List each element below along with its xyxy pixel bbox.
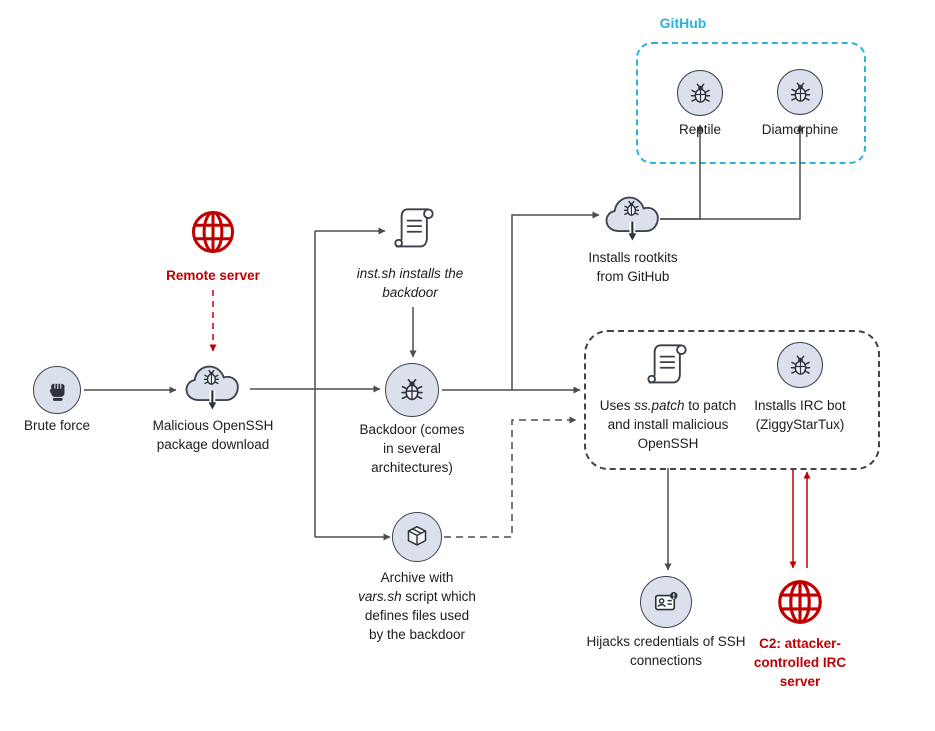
remote-server-node xyxy=(187,206,239,258)
patch-label-post: to patch and install malicious OpenSSH xyxy=(607,398,737,452)
archive-label-em: vars.sh xyxy=(358,589,402,605)
hijack-node xyxy=(640,576,692,628)
github-group-box xyxy=(636,42,866,164)
arrow-to-rootkits xyxy=(511,211,600,390)
inst-sh-node xyxy=(390,202,440,254)
backdoor-label: Backdoor (comes in several architectures… xyxy=(359,422,465,476)
bug-icon xyxy=(790,82,810,102)
irc-bot-label: Installs IRC bot (ZiggyStarTux) xyxy=(754,398,846,433)
hijack-label: Hijacks credentials of SSH connections xyxy=(586,634,746,669)
archive-label: Archive with vars.sh script which define… xyxy=(358,568,476,645)
malicious-package-label: Malicious OpenSSH package download xyxy=(152,418,274,453)
backdoor-node xyxy=(385,363,439,417)
diamorphine-node xyxy=(777,69,823,115)
fist-icon xyxy=(49,383,64,401)
irc-bot-node xyxy=(777,342,823,388)
reptile-label: Reptile xyxy=(678,122,722,137)
patch-label-pre: Uses xyxy=(599,398,635,413)
script-scroll-icon xyxy=(394,208,434,248)
dashed-arrow-archive-to-payload xyxy=(444,416,577,538)
c2-node xyxy=(773,575,827,629)
github-group-label: GitHub xyxy=(659,15,707,31)
patch-label-em: ss.patch xyxy=(634,398,685,413)
credential-card-icon xyxy=(654,592,678,611)
remote-server-label: Remote server xyxy=(166,268,260,283)
rootkits-node xyxy=(600,190,666,243)
archive-label-pre: Archive with xyxy=(380,570,454,585)
brute-force-node xyxy=(33,366,81,414)
inst-sh-label: inst.sh installs the backdoor xyxy=(356,266,464,301)
bug-icon xyxy=(790,355,810,375)
cloud-download-bug-icon xyxy=(185,365,239,410)
reptile-node xyxy=(677,70,723,116)
patch-node xyxy=(643,338,693,390)
patch-label: Uses ss.patch to patch and install malic… xyxy=(598,396,738,453)
globe-icon xyxy=(191,210,235,254)
bug-icon xyxy=(690,83,710,103)
bug-icon xyxy=(401,378,423,401)
archive-label-post: script which defines files used by the b… xyxy=(364,589,476,643)
diamorphine-label: Diamorphine xyxy=(761,122,839,137)
script-scroll-icon xyxy=(647,344,687,384)
package-box-icon xyxy=(407,525,427,546)
rootkits-label: Installs rootkits from GitHub xyxy=(588,250,678,285)
c2-label: C2: attacker-controlled IRC server xyxy=(753,636,847,690)
arrow-rootkits-to-diamorphine xyxy=(660,124,804,220)
archive-node xyxy=(392,512,442,562)
payload-group-box xyxy=(584,330,880,470)
malicious-package-node xyxy=(180,359,246,412)
brute-force-label: Brute force xyxy=(23,418,91,433)
globe-icon xyxy=(778,580,822,624)
cloud-download-bug-icon xyxy=(605,196,659,241)
